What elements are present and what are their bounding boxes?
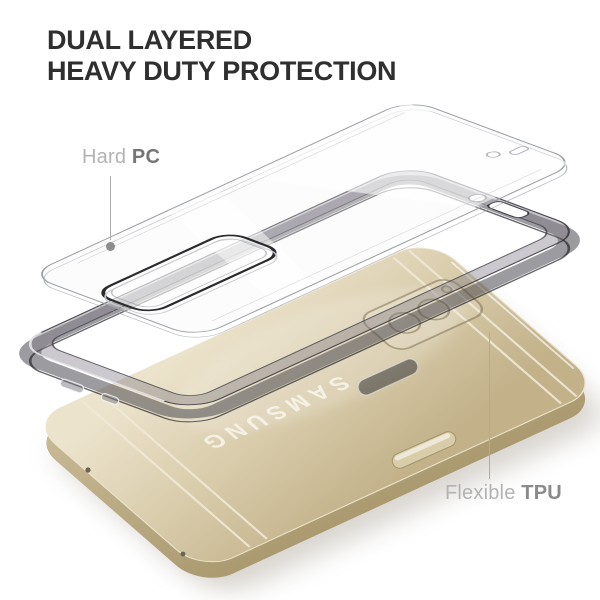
pc-streak — [77, 112, 406, 264]
flexible-tpu-leader-line — [489, 332, 490, 479]
antenna-lines — [81, 249, 578, 548]
flexible-tpu-abbrev: TPU — [521, 482, 562, 504]
pc-molded-marks — [485, 146, 530, 158]
pc-back-panel — [41, 102, 570, 338]
pc-glare — [244, 102, 570, 208]
label-flexible-tpu: Flexible TPU — [445, 482, 562, 505]
tpu-rim — [30, 170, 569, 405]
title-line-1: DUAL LAYERED — [47, 25, 252, 55]
page-title: DUAL LAYERED HEAVY DUTY PROTECTION — [47, 25, 397, 87]
hard-pc-leader-line — [110, 176, 111, 240]
tpu-corner-glint — [28, 332, 166, 402]
mic-hole — [85, 467, 91, 473]
hard-pc-material: Hard — [82, 146, 127, 168]
label-hard-pc: Hard PC — [82, 146, 160, 169]
pc-cutout-bevel — [104, 238, 278, 315]
power-button — [391, 431, 457, 469]
hard-pc-abbrev: PC — [131, 146, 161, 168]
speaker-hole — [180, 551, 186, 557]
title-line-2: HEAVY DUTY PROTECTION — [47, 56, 397, 86]
flexible-tpu-material: Flexible — [445, 482, 516, 504]
edge-highlight — [450, 261, 575, 369]
hard-pc-anchor-dot-icon — [106, 242, 115, 251]
pc-thickness-line — [43, 109, 568, 338]
tpu-wall-buttons — [59, 358, 419, 405]
pc-streak — [211, 169, 542, 322]
